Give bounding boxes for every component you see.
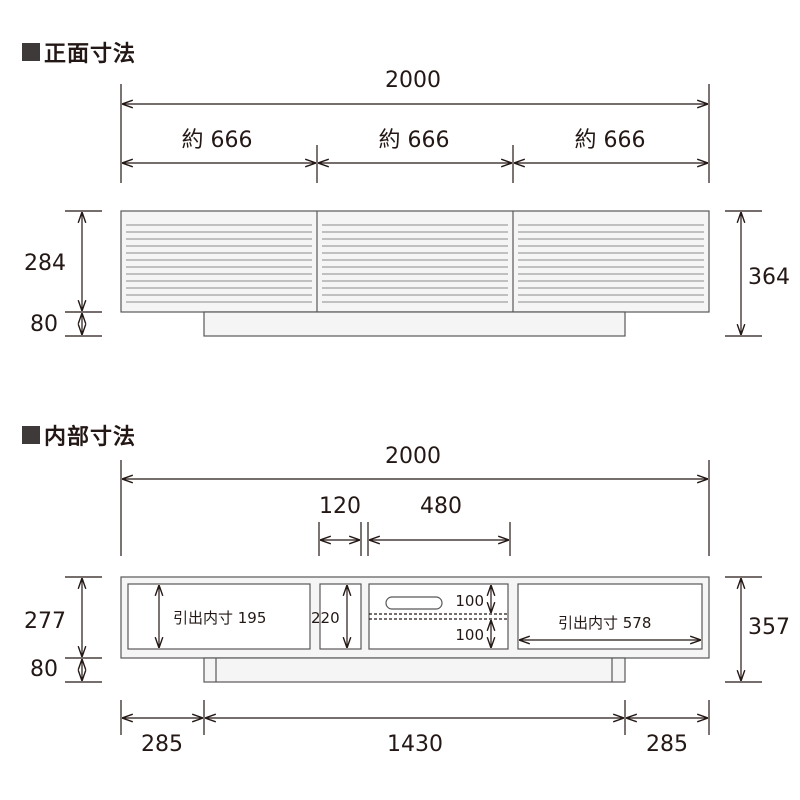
interior-dimensions-title: 内部寸法 [44,425,137,450]
lower-space-label: 100 [455,626,484,644]
front-section-label-2: 約 666 [378,128,450,153]
right-offset-label: 285 [646,732,688,757]
shelf-width-label: 480 [420,494,462,519]
front-cabinet [120,210,710,337]
right-drawer-label: 引出内寸 578 [558,614,652,632]
front-view [65,84,762,337]
upper-space-label: 100 [455,592,484,610]
front-total-width-label: 2000 [385,68,441,93]
heading-square-icon [22,426,40,444]
partition-height-label: 220 [311,609,340,627]
front-plinth-height-label: 80 [30,312,58,337]
front-body-height-label: 284 [24,251,66,276]
front-section-label-3: 約 666 [574,128,646,153]
interior-total-height-label: 357 [748,615,790,640]
partition-width-label: 120 [319,494,361,519]
heading-square-icon [22,43,40,61]
interior-dimensions-heading: 内部寸法 [22,419,136,451]
interior-view [65,460,762,735]
front-total-height-label: 364 [748,265,790,290]
front-dimensions-title: 正面寸法 [44,42,137,67]
front-section-label-1: 約 666 [181,128,253,153]
interior-total-width-label: 2000 [385,444,441,469]
left-offset-label: 285 [141,732,183,757]
plinth-width-label: 1430 [387,732,443,757]
interior-plinth-height-label: 80 [30,657,58,682]
interior-inner-dims [159,585,701,648]
interior-body-height-label: 277 [24,609,66,634]
front-dimensions-heading: 正面寸法 [22,36,136,68]
left-drawer-label: 引出内寸 195 [173,609,267,627]
